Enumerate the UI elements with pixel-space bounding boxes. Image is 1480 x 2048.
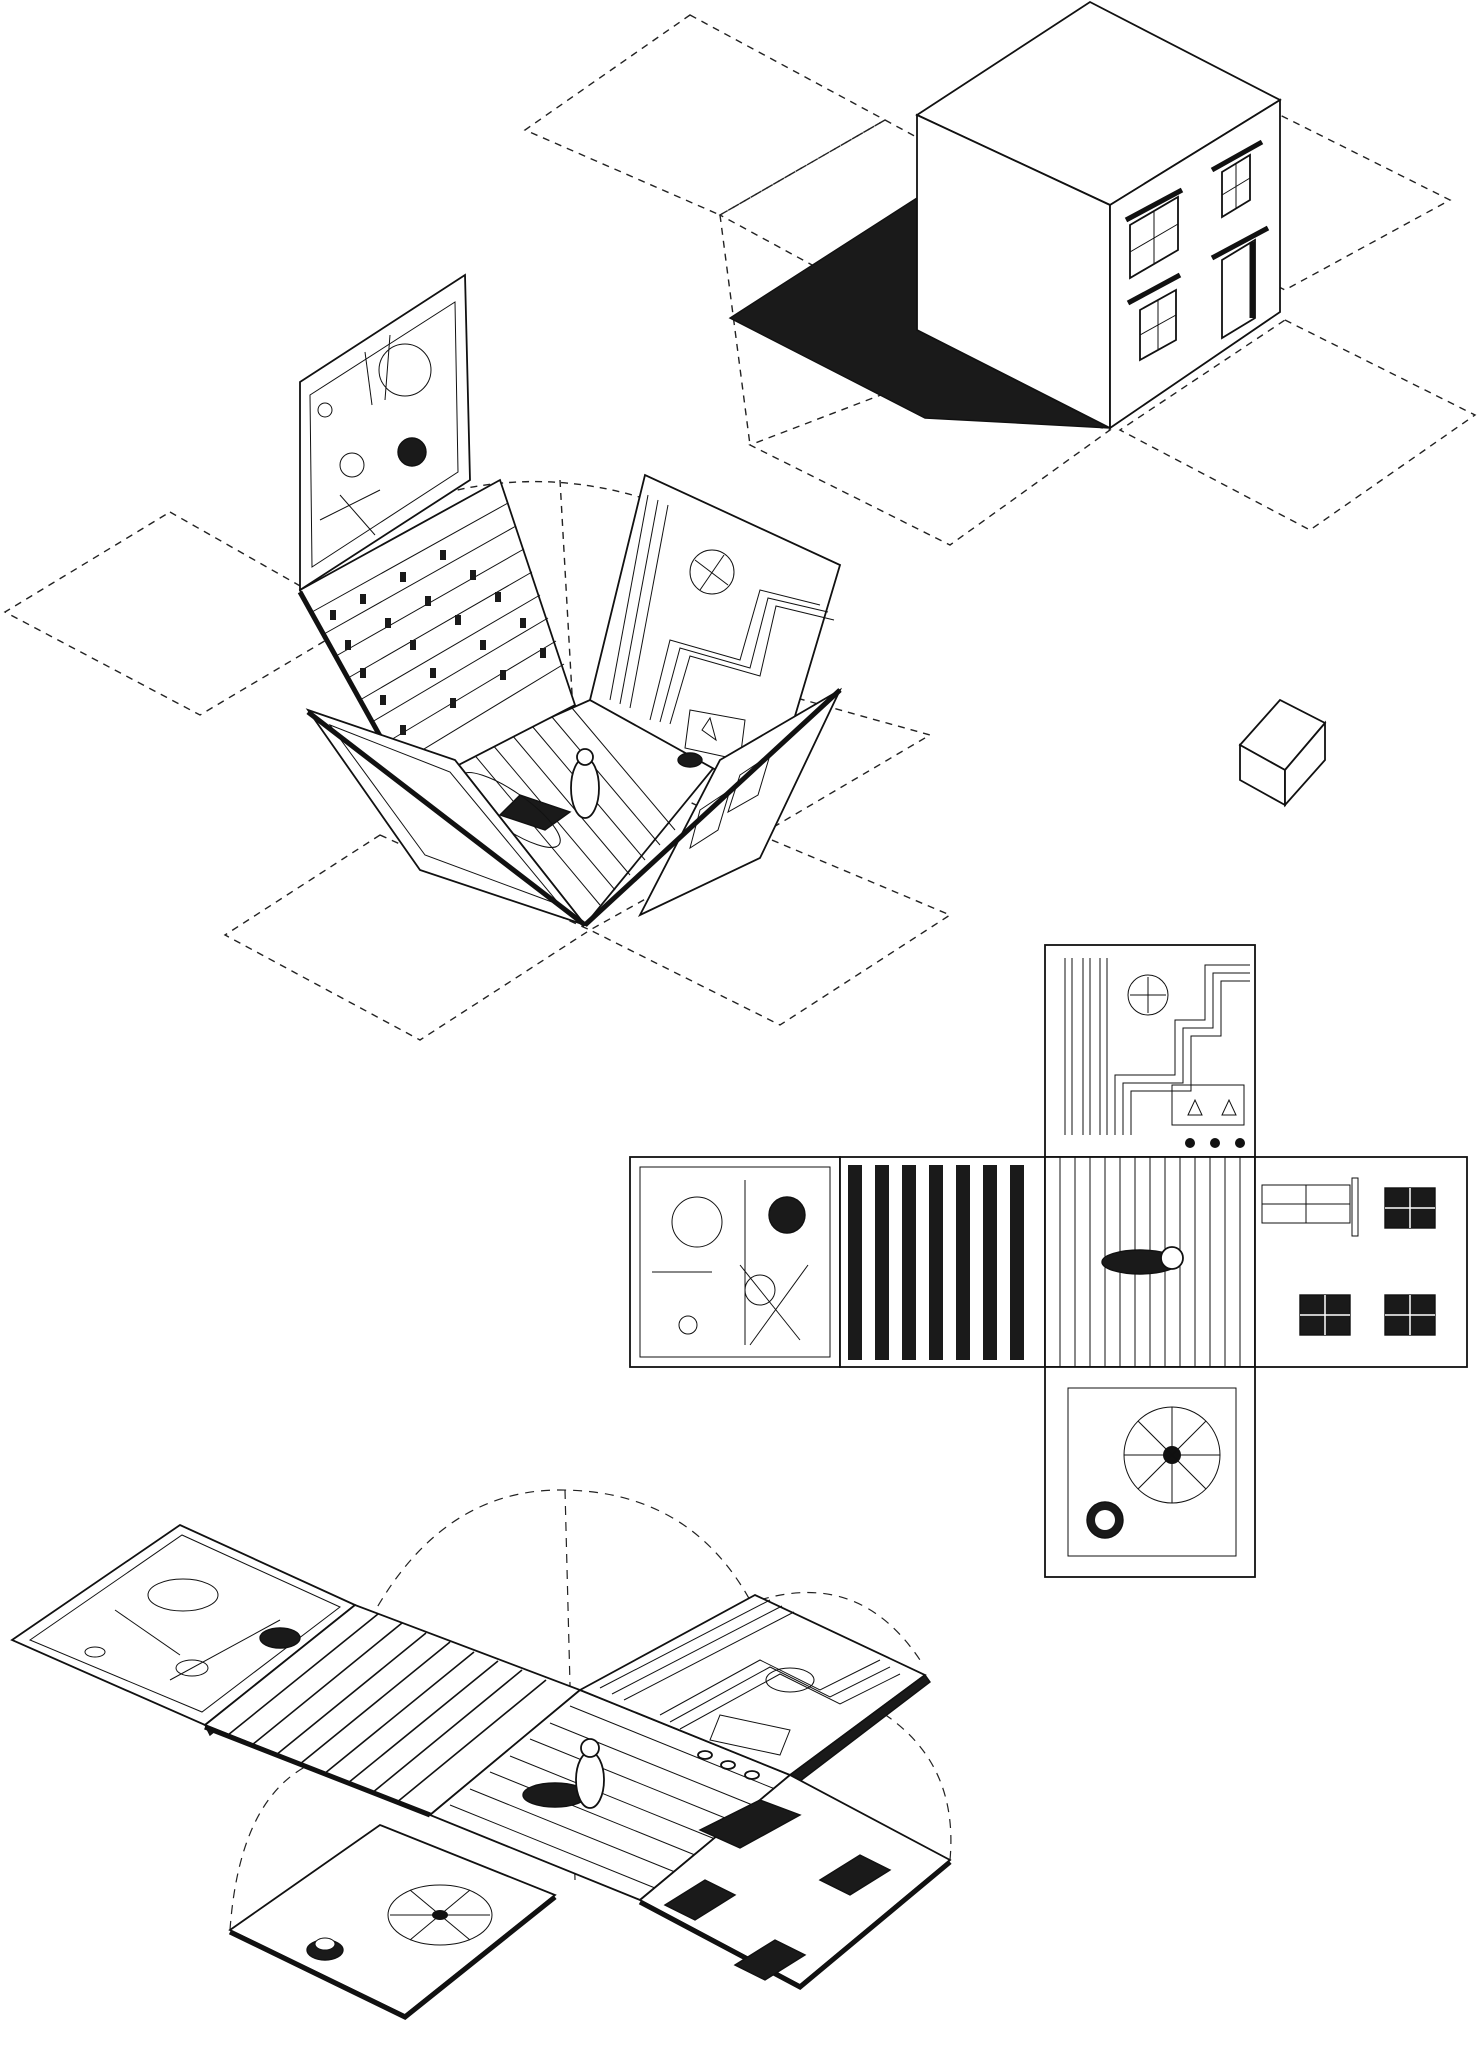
- painting-circle-black: [397, 437, 427, 467]
- plan-electrical-panel: [1171, 1084, 1245, 1126]
- wall-vent-fan: [689, 549, 735, 595]
- cube-door: [1210, 225, 1270, 340]
- cube-window-upper-right: [1210, 139, 1264, 219]
- opened-box-room: [3, 273, 952, 1041]
- plan-bottom-wall: [1044, 1366, 1256, 1578]
- person-figure: [570, 757, 600, 819]
- cube-window-lower-left: [1126, 272, 1182, 362]
- plan-vent-fan: [1127, 974, 1169, 1016]
- net-bottom-left: [223, 834, 592, 1041]
- iso-wheel-slab: [228, 1823, 557, 2017]
- iso-electrical-panel: [709, 1714, 791, 1756]
- pipe-wall: [588, 473, 842, 802]
- plan-painting-black-circle: [768, 1196, 806, 1234]
- plan-book-columns: [848, 1165, 1024, 1360]
- iso-shelves: [227, 1613, 547, 1804]
- plan-painting-circle: [671, 1196, 723, 1248]
- iso-person: [575, 1751, 605, 1809]
- iso-vent-fan: [765, 1667, 815, 1693]
- floor-object: [677, 752, 703, 768]
- floor-rug: [498, 794, 572, 831]
- net-face-right-bottom: [1118, 319, 1477, 531]
- iso-painting-circle: [147, 1578, 219, 1612]
- plan-painting-wall: [629, 1156, 841, 1368]
- iso-window-1: [663, 1879, 737, 1921]
- net-face-top-left: [523, 14, 887, 216]
- plan-pipe-wall: [1044, 944, 1256, 1158]
- iso-window-2: [733, 1939, 807, 1981]
- flat-net-plan: [629, 944, 1468, 1578]
- iso-wheel: [387, 1884, 493, 1946]
- unfolded-isometric: [10, 1489, 952, 2020]
- iso-window-3: [818, 1854, 892, 1896]
- fold-arc-left: [229, 1759, 321, 1931]
- room-window-right: [727, 753, 771, 814]
- painting-wall: [299, 273, 471, 592]
- cube-window-upper-left: [1124, 187, 1184, 280]
- net-left-outer: [3, 511, 362, 716]
- fold-arc-back: [369, 1489, 761, 1621]
- iso-pipes: [599, 1599, 901, 1730]
- fold-arc-front: [859, 1699, 952, 1861]
- plan-socket: [1185, 1138, 1195, 1148]
- wall-pipes: [609, 494, 835, 725]
- book-spines: [330, 550, 546, 735]
- small-cube: [1238, 698, 1327, 808]
- room-window-left: [689, 788, 731, 850]
- closed-house-cube: [523, 0, 1477, 546]
- painting-circle-large: [378, 343, 432, 397]
- net-bottom-right: [588, 834, 952, 1026]
- fold-arc-right: [759, 1591, 921, 1661]
- iso-open-window: [698, 1799, 802, 1849]
